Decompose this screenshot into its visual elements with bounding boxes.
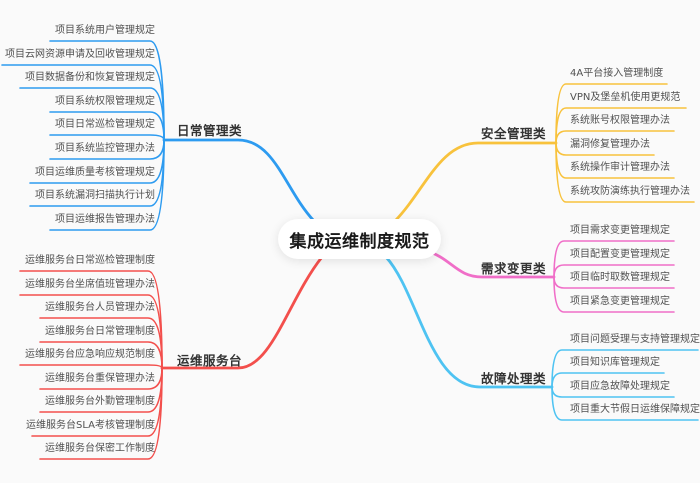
leaf-node[interactable]: 项目运维报告管理办法 — [55, 214, 155, 225]
branch-change-trunk — [428, 250, 556, 279]
leaf-node[interactable]: 系统攻防演练执行管理办法 — [570, 186, 690, 197]
leaf-node[interactable]: 项目临时取数管理规定 — [570, 272, 670, 283]
leaf-node[interactable]: 项目重大节假日运维保障规定 — [570, 404, 700, 415]
leaf-node[interactable]: 运维服务台保密工作制度 — [45, 443, 155, 454]
leaf-node[interactable]: 项目配置变更管理规定 — [570, 249, 670, 260]
branch-label-daily[interactable]: 日常管理类 — [177, 123, 243, 138]
branch-servicedesk-trunk — [160, 255, 324, 370]
center-node[interactable]: 集成运维制度规范 — [278, 219, 441, 259]
branch-fault-lines — [384, 255, 699, 421]
leaf-node[interactable]: 系统操作审计管理办法 — [570, 162, 670, 173]
leaf-node[interactable]: 系统账号权限管理办法 — [570, 115, 670, 126]
branch-change-lines — [428, 240, 675, 313]
connector-line — [555, 142, 695, 203]
connector-line — [555, 107, 687, 144]
branch-daily-lines — [1, 40, 316, 231]
connector-line — [39, 367, 163, 460]
leaf-node[interactable]: 项目知识库管理规定 — [570, 357, 660, 368]
connector-line — [551, 372, 665, 388]
connector-line — [553, 264, 675, 278]
leaf-node[interactable]: 项目运维质量考核管理规定 — [35, 167, 155, 178]
leaf-node[interactable]: 运维服务台日常巡检管理制度 — [25, 255, 155, 266]
connector-line — [39, 341, 163, 369]
branch-label-security[interactable]: 安全管理类 — [481, 126, 547, 141]
leaf-node[interactable]: 项目紧急变更管理规定 — [570, 296, 670, 307]
connector-line — [49, 111, 165, 141]
branch-label-change[interactable]: 需求变更类 — [481, 261, 547, 276]
leaf-node[interactable]: 项目系统用户管理规定 — [55, 25, 155, 36]
leaf-node[interactable]: 项目日常巡检管理规定 — [55, 119, 155, 130]
leaf-node[interactable]: VPN及堡垒机使用更规范 — [570, 92, 681, 103]
branch-servicedesk-lines — [19, 255, 324, 460]
connector-line — [555, 130, 675, 144]
leaf-node[interactable]: 运维服务台应急响应规范制度 — [25, 349, 155, 360]
connector-line — [19, 364, 163, 369]
leaf-node[interactable]: 运维服务台SLA考核管理制度 — [26, 420, 155, 431]
branch-security-trunk — [393, 141, 558, 223]
leaf-node[interactable]: 运维服务台重保管理办法 — [45, 373, 155, 384]
connector-line — [551, 386, 699, 421]
connector-line — [49, 134, 165, 141]
leaf-node[interactable]: 项目数据备份和恢复管理规定 — [25, 72, 155, 83]
connector-line — [553, 240, 675, 278]
leaf-node[interactable]: 运维服务台日常管理制度 — [45, 326, 155, 337]
connector-line — [553, 276, 675, 313]
branch-security-lines — [393, 83, 695, 223]
leaf-node[interactable]: 漏洞修复管理办法 — [570, 139, 650, 150]
leaf-node[interactable]: 项目问题受理与支持管理规定 — [570, 334, 700, 345]
leaf-node[interactable]: 运维服务台外勤管理制度 — [45, 396, 155, 407]
leaf-node[interactable]: 项目系统权限管理规定 — [55, 96, 155, 107]
connector-line — [49, 139, 165, 231]
leaf-node[interactable]: 项目需求变更管理规定 — [570, 225, 670, 236]
leaf-node[interactable]: 项目系统监控管理办法 — [55, 143, 155, 154]
leaf-node[interactable]: 项目系统漏洞扫描执行计划 — [35, 190, 155, 201]
branch-daily-trunk — [162, 138, 316, 223]
leaf-node[interactable]: 项目应急故障处理规定 — [570, 381, 670, 392]
leaf-node[interactable]: 4A平台接入管理制度 — [570, 68, 664, 79]
branch-fault-trunk — [384, 255, 554, 389]
branch-label-fault[interactable]: 故障处理类 — [481, 371, 547, 386]
leaf-node[interactable]: 运维服务台人员管理办法 — [45, 302, 155, 313]
leaf-node[interactable]: 运维服务台坐席值班管理办法 — [25, 279, 155, 290]
leaf-node[interactable]: 项目云网资源申请及回收管理规定 — [5, 49, 155, 60]
branch-label-servicedesk[interactable]: 运维服务台 — [177, 353, 243, 368]
